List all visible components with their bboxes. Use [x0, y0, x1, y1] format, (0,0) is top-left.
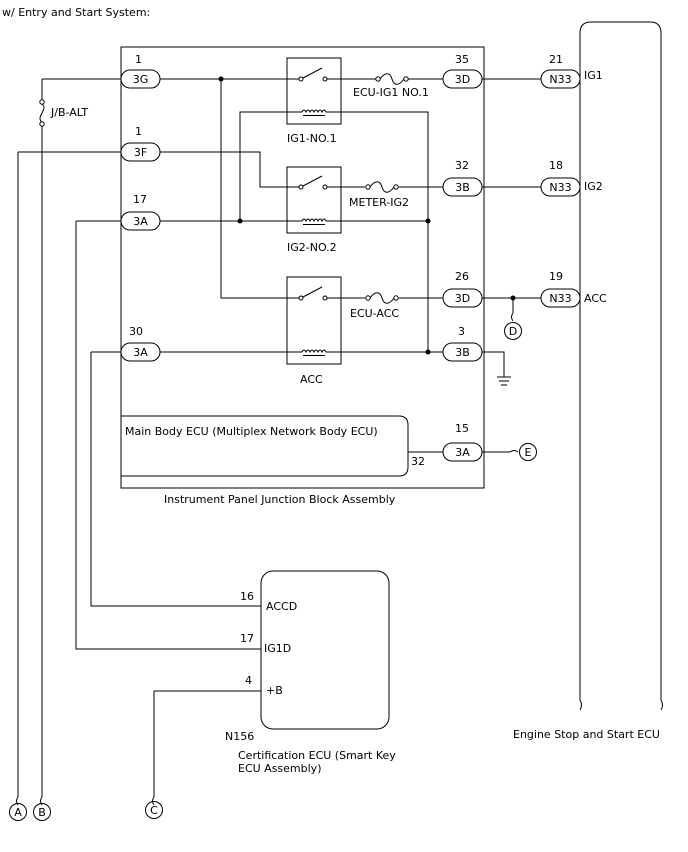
fuse-meter-ig2: [365, 181, 399, 193]
wire-break-d: [511, 312, 514, 322]
ref-d-label: D: [509, 325, 517, 338]
wire-to-n33: [482, 78, 541, 299]
relay-ig1-no1: [286, 57, 342, 125]
fuse-label-ecu-acc: ECU-ACC: [350, 307, 399, 320]
signal-label: IG2: [584, 180, 603, 193]
connector-3a-17: [120, 211, 161, 231]
wire-plus-b: [153, 690, 261, 797]
connector-pin: 19: [549, 270, 563, 283]
connector-3d-26: [442, 288, 483, 308]
relay-ig2-no2: [286, 166, 342, 234]
connector-3d-35: [442, 69, 483, 89]
connector-pin: 30: [129, 325, 143, 338]
relay-label-acc: ACC: [300, 373, 323, 386]
connector-code: N33: [549, 181, 571, 194]
wire-break-marks: [16, 796, 155, 806]
ref-e-circle: [519, 443, 537, 461]
connector-n33-18: [540, 177, 581, 197]
connector-3g: [120, 69, 161, 89]
ref-c-circle: [145, 801, 163, 819]
connector-pin: 18: [549, 159, 563, 172]
ref-b-label: B: [38, 806, 46, 819]
wire-ground: [482, 351, 505, 377]
ref-a-label: A: [14, 806, 22, 819]
jb-alt-label: J/B-ALT: [50, 106, 88, 119]
relay-label-ig1: IG1-NO.1: [287, 132, 337, 145]
fuse-ecu-ig1: [375, 73, 409, 85]
cert-ecu-signal: +B: [266, 684, 283, 697]
junction-block-label: Instrument Panel Junction Block Assembly: [164, 493, 396, 506]
connector-code: N33: [549, 292, 571, 305]
cert-ecu-pin: 16: [240, 590, 254, 603]
connector-3f: [120, 142, 161, 162]
connector-code: 3A: [133, 346, 148, 359]
certification-ecu-box: [260, 570, 390, 730]
wire-break-e: [509, 450, 519, 453]
wire-ig1d: [75, 220, 261, 650]
connector-code: 3B: [455, 346, 470, 359]
connector-pin: 32: [455, 159, 469, 172]
connector-3b-3: [442, 342, 483, 362]
relay-label-ig2: IG2-NO.2: [287, 241, 337, 254]
connector-pin: 35: [455, 53, 469, 66]
fuse-label-meter-ig2: METER-IG2: [349, 196, 409, 209]
ground-icon: [497, 376, 511, 386]
connector-pin: 21: [549, 53, 563, 66]
connector-3b-32: [442, 177, 483, 197]
connector-code: 3B: [455, 181, 470, 194]
ref-c-label: C: [150, 804, 158, 817]
fuse-label-ecu-ig1: ECU-IG1 NO.1: [353, 86, 429, 99]
engine-ecu-label: Engine Stop and Start ECU: [513, 728, 660, 741]
splice-dot: [425, 349, 431, 355]
connector-n33-19: [540, 288, 581, 308]
connector-code: 3A: [133, 215, 148, 228]
splice-dot: [218, 76, 224, 82]
connector-code: N33: [549, 73, 571, 86]
cert-ecu-signal: IG1D: [264, 642, 291, 655]
engine-ecu-break: [579, 699, 663, 711]
ref-d-circle: [504, 322, 522, 340]
ref-e-label: E: [525, 446, 532, 459]
connector-n33-21: [540, 69, 581, 89]
connector-code: 3A: [455, 446, 470, 459]
jb-alt-fuse-element: [39, 103, 45, 123]
ref-b-circle: [33, 803, 51, 821]
cert-ecu-code: N156: [225, 730, 254, 743]
connector-code: 3G: [133, 73, 149, 86]
splice-dot: [425, 218, 431, 224]
connector-code: 3D: [455, 292, 470, 305]
connector-code: 3F: [134, 146, 147, 159]
diagram-title: w/ Entry and Start System:: [2, 6, 150, 19]
cert-ecu-name-2: ECU Assembly): [238, 762, 322, 775]
junction-block-box: [120, 46, 485, 489]
connector-pin: 1: [135, 125, 142, 138]
relay-acc: [286, 276, 342, 365]
connector-pin: 26: [455, 270, 469, 283]
signal-label: IG1: [584, 69, 603, 82]
connector-3a-30: [120, 342, 161, 362]
connector-code: 3D: [455, 73, 470, 86]
cert-ecu-pin: 17: [240, 632, 254, 645]
wire-ig1-coil-feed: [239, 111, 287, 221]
cert-ecu-pin: 4: [245, 674, 252, 687]
engine-ecu-body: [579, 21, 662, 700]
main-body-ecu-label: Main Body ECU (Multiplex Network Body EC…: [125, 425, 378, 438]
connector-pin: 1: [135, 53, 142, 66]
connector-3a-15: [442, 442, 483, 462]
connector-pin: 15: [455, 422, 469, 435]
main-body-ecu-pin: 32: [411, 455, 425, 468]
fuse-ecu-acc: [365, 292, 399, 304]
splice-dot: [237, 218, 243, 224]
main-body-ecu-box: [121, 415, 409, 477]
cert-ecu-signal: ACCD: [266, 600, 297, 613]
splice-dot: [510, 295, 516, 301]
signal-label: ACC: [584, 292, 607, 305]
connector-pin: 17: [133, 193, 147, 206]
connector-pin: 3: [458, 325, 465, 338]
cert-ecu-name-1: Certification ECU (Smart Key: [238, 749, 396, 762]
ref-a-circle: [9, 803, 27, 821]
wire-3f-internal: [160, 151, 287, 188]
wire-accd: [90, 351, 261, 607]
